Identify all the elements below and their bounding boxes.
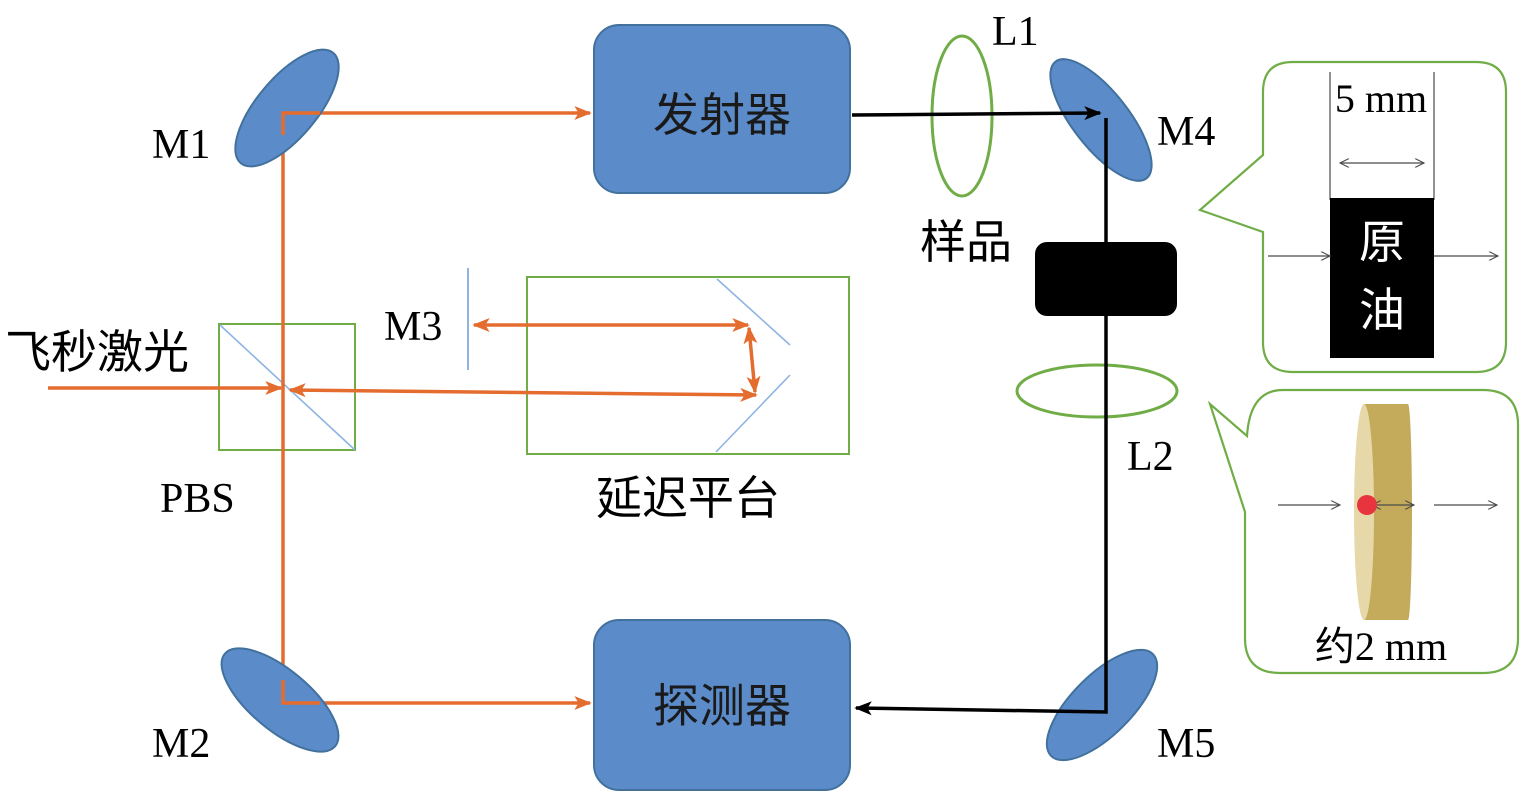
emitter-box — [593, 24, 851, 194]
crude-oil-block — [1330, 198, 1434, 358]
mirror-m1 — [234, 48, 340, 168]
pbs-label: PBS — [160, 476, 235, 522]
sample-label: 样品 — [920, 217, 1012, 268]
mirror-m4-label: M4 — [1157, 109, 1215, 155]
sample-holder — [1035, 242, 1177, 316]
beam-pbs-delay-stage — [288, 383, 758, 402]
lens-l1-label: L1 — [992, 9, 1039, 55]
delay-stage-frame — [526, 276, 850, 455]
crude-oil-text-line2: 油 — [1359, 285, 1405, 336]
delay-stage-label: 延迟平台 — [596, 473, 780, 524]
crude-oil-text-line1: 原 — [1359, 217, 1405, 268]
mirror-m1-label: M1 — [152, 122, 210, 168]
retroreflector-lower-face — [715, 374, 791, 453]
retroreflector-upper-face — [716, 278, 791, 346]
inset-cell-side-view: 约2 mm — [1207, 388, 1520, 675]
thz-beam-emitter-to-m4 — [851, 106, 1102, 121]
beam-on-m1 — [281, 111, 320, 135]
mirror-m2-label: M2 — [152, 721, 210, 767]
focus-spot — [1357, 495, 1377, 515]
emitter-label: 发射器 — [653, 90, 791, 141]
detector-box — [593, 619, 851, 791]
beam-retroreflector-vertical — [743, 326, 761, 394]
mirror-m5-label: M5 — [1157, 721, 1215, 767]
mirror-m2 — [220, 647, 340, 753]
mirror-m4 — [1049, 58, 1153, 182]
lens-l2 — [1015, 363, 1179, 419]
inset-crude-oil: 5 mm 原 油 — [1197, 60, 1508, 374]
detector-label: 探测器 — [653, 681, 791, 732]
lens-l2-label: L2 — [1127, 434, 1174, 480]
mirror-m5 — [1045, 648, 1159, 762]
cell-thickness-label: 约2 mm — [1315, 624, 1447, 669]
inset-width-label: 5 mm — [1335, 76, 1427, 121]
laser-source-label: 飞秒激光 — [5, 327, 189, 378]
mirror-m3-label: M3 — [384, 304, 442, 350]
pbs-splitting-surface — [219, 324, 356, 451]
cell-disc-right-edge — [1404, 404, 1412, 620]
beam-on-m2 — [281, 680, 320, 705]
